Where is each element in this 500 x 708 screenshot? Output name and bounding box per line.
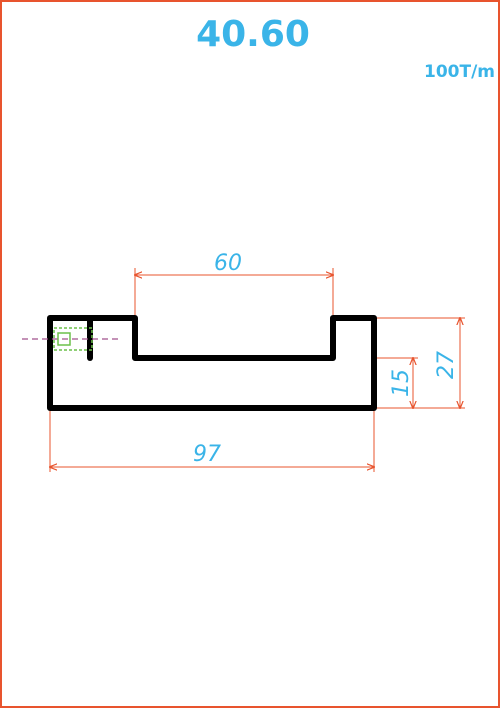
overall-width-dimension-label: 97 xyxy=(193,442,221,467)
detail-marker-inner xyxy=(57,332,71,346)
inner-height-dimension-label: 15 xyxy=(389,369,414,397)
weight-label: 100T/m xyxy=(424,62,495,82)
profile-outline xyxy=(47,315,377,411)
overall-height-dimension-label: 27 xyxy=(434,351,459,379)
top-opening-dimension-label: 60 xyxy=(214,251,242,276)
profile-code-title: 40.60 xyxy=(196,14,310,55)
